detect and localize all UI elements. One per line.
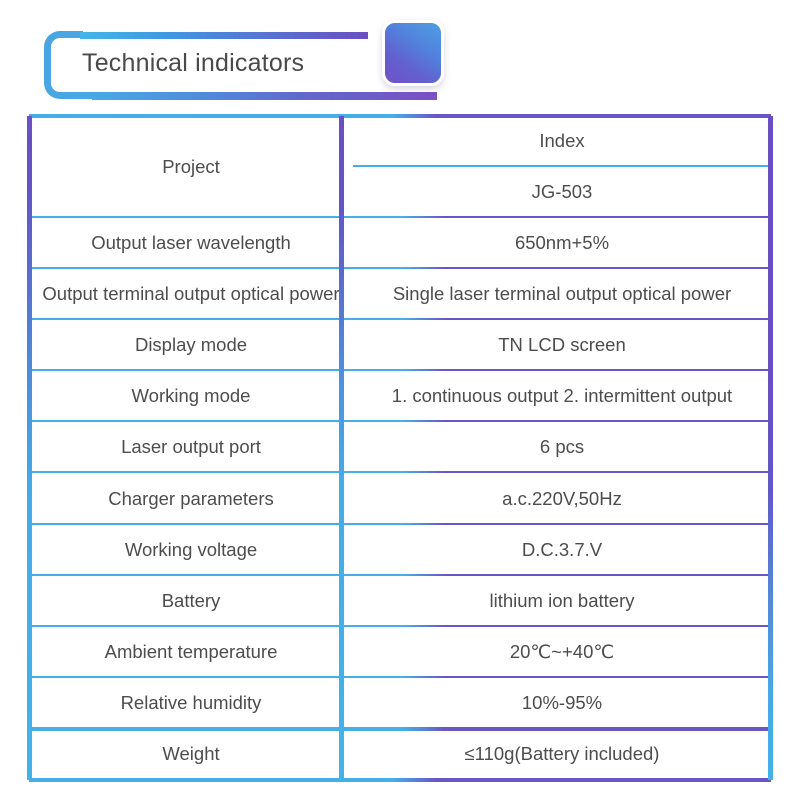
table-row: Output laser wavelength 650nm+5% [29,218,771,272]
row-label-laser-output-port: Laser output port [29,422,353,476]
table-row: Working mode 1. continuous output 2. int… [29,371,771,425]
row-value-ambient-temperature: 20℃~+40℃ [353,626,771,680]
row-label-working-voltage: Working voltage [29,524,353,578]
gradient-square-decoration-icon [382,20,444,86]
row-label-output-laser-wavelength: Output laser wavelength [29,218,353,272]
bracket-notch-mask [83,24,113,32]
row-value-working-mode: 1. continuous output 2. intermittent out… [353,371,771,425]
row-value-weight: ≤110g(Battery included) [353,728,771,780]
row-label-weight: Weight [29,728,353,780]
table-row: Laser output port 6 pcs [29,422,771,476]
row-value-output-terminal-output-optical-power: Single laser terminal output optical pow… [353,269,771,323]
table-row: Battery lithium ion battery [29,575,771,629]
bracket-decoration-icon [44,31,98,99]
row-label-ambient-temperature: Ambient temperature [29,626,353,680]
row-value-working-voltage: D.C.3.7.V [353,524,771,578]
row-value-index: Index [353,116,771,170]
row-value-laser-output-port: 6 pcs [353,422,771,476]
spec-table-grid: Project Index JG-503 Output laser wavele… [29,116,771,780]
row-label-battery: Battery [29,575,353,629]
row-value-charger-parameters: a.c.220V,50Hz [353,473,771,527]
row-label-charger-parameters: Charger parameters [29,473,353,527]
table-row: Relative humidity 10%-95% [29,677,771,731]
row-label-output-terminal-output-optical-power: Output terminal output optical power [29,269,353,323]
table-row: Display mode TN LCD screen [29,320,771,374]
technical-indicators-table: Project Index JG-503 Output laser wavele… [27,114,773,782]
row-value-output-laser-wavelength: 650nm+5% [353,218,771,272]
row-value-relative-humidity: 10%-95% [353,677,771,731]
row-value-model: JG-503 [353,167,771,221]
header-banner: Technical indicators [0,0,800,115]
table-row: Working voltage D.C.3.7.V [29,524,771,578]
row-label-display-mode: Display mode [29,320,353,374]
row-label-project: Project [29,116,353,221]
header-gradient-bar-bottom [92,92,437,100]
table-row: Charger parameters a.c.220V,50Hz [29,473,771,527]
row-label-relative-humidity: Relative humidity [29,677,353,731]
header-gradient-bar-top [80,32,368,39]
row-label-working-mode: Working mode [29,371,353,425]
table-row: Output terminal output optical power Sin… [29,269,771,323]
page-title: Technical indicators [82,49,305,77]
table-row: Weight ≤110g(Battery included) [29,728,771,780]
table-row: Ambient temperature 20℃~+40℃ [29,626,771,680]
table-row: Project Index [29,116,771,221]
row-value-display-mode: TN LCD screen [353,320,771,374]
row-value-battery: lithium ion battery [353,575,771,629]
